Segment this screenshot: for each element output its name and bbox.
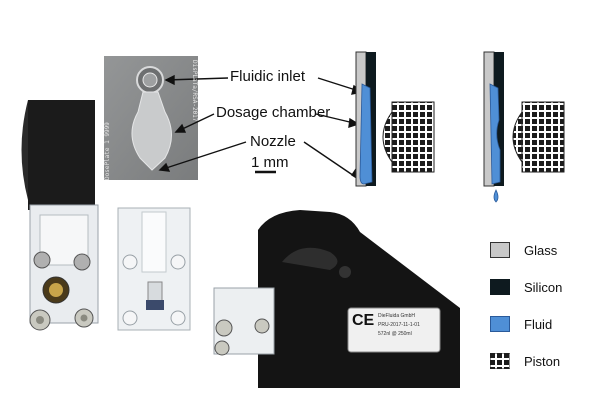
chip-engraving-right: DisPLaTa/RSA-2017 (191, 60, 198, 122)
label-dosage-chamber: Dosage chamber (216, 104, 331, 121)
legend-label-silicon: Silicon (524, 280, 563, 295)
section-pointers (303, 77, 364, 182)
droplet-icon (493, 189, 499, 203)
label-scale: 1 mm (251, 154, 289, 171)
ce-mark: CE (352, 312, 375, 329)
legend-swatch-fluid (490, 316, 510, 332)
legend-swatch-silicon (490, 279, 510, 295)
chip-photo (104, 56, 198, 180)
device-spec: 572nl @ 250ml (378, 331, 412, 337)
legend-label-glass: Glass (524, 243, 558, 258)
transparent-holder (117, 207, 191, 331)
chip-pointers (158, 74, 247, 172)
device-company: DieFluida GmbH (378, 313, 415, 319)
legend-label-fluid: Fluid (524, 317, 553, 332)
chip-engraving-left: DosePlate 1 9999 (104, 122, 111, 180)
label-nozzle: Nozzle (250, 133, 296, 150)
legend-swatch-piston (490, 353, 510, 369)
dispensing-device (213, 210, 460, 388)
cross-section-dispensing (483, 51, 565, 203)
legend: Glass Silicon Fluid Piston (490, 242, 590, 372)
legend-label-piston: Piston (524, 354, 561, 369)
legend-swatch-glass (490, 242, 510, 258)
label-fluidic-inlet: Fluidic inlet (230, 68, 306, 85)
actuator-device-left (21, 100, 99, 331)
cross-section-idle (355, 51, 435, 187)
device-part: PRU-2017-11-1-01 (378, 322, 420, 328)
